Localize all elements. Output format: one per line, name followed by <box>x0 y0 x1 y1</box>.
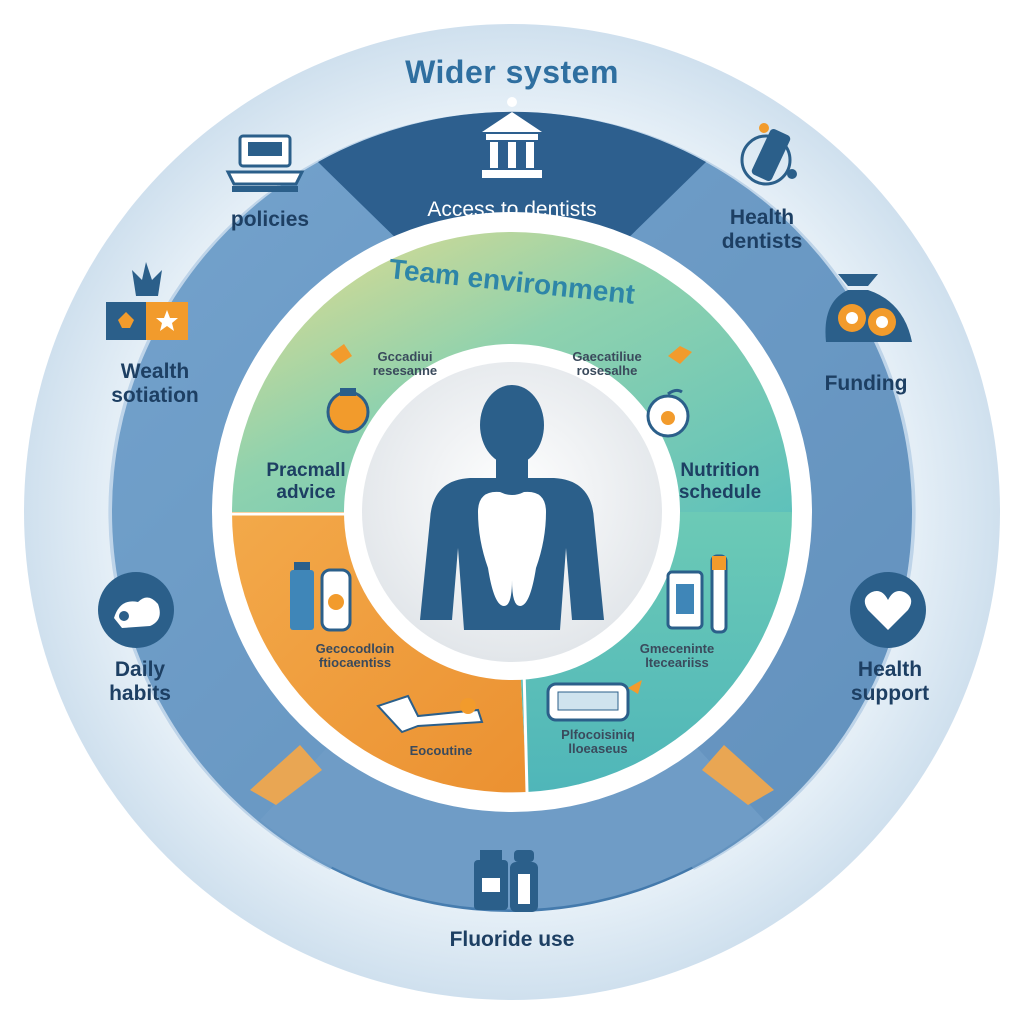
fluoride-bottles-icon <box>474 850 538 912</box>
laptop-policy-icon <box>225 134 305 192</box>
tooth-icon <box>478 491 546 606</box>
label-bottom-left-small: Eocoutine <box>409 743 473 758</box>
label-wealth-line2: sotiation <box>111 384 199 408</box>
label-nutrition-schedule-line1: Nutrition <box>680 460 760 481</box>
wealth-cards-icon <box>106 262 188 340</box>
label-funding: Funding <box>824 372 908 395</box>
outer-ring-top-band <box>318 111 706 250</box>
label-health-dentists: Health dentists <box>692 206 832 254</box>
label-policies: policies <box>230 208 310 231</box>
outer-ring-right-panel <box>512 111 916 870</box>
label-nutrition-schedule-line2: schedule <box>678 481 762 503</box>
label-mid-right-small: Gmeceninte lteceariiss <box>612 642 742 669</box>
label-personal-advice: Pracmall advice <box>236 460 376 504</box>
toothpaste-icon-right <box>666 554 728 634</box>
label-bottom-right-small-line1: Plfocoisiniq <box>561 727 635 742</box>
label-access-to-dentists: Access to dentists <box>427 198 597 221</box>
apple-icon <box>646 388 690 438</box>
label-nutrition-schedule: Nutrition schedule <box>648 460 792 504</box>
label-top-right-small-line1: Gaecatiliue <box>572 349 642 364</box>
label-mid-right-small-line2: lteceariiss <box>645 654 709 670</box>
label-health-support: Health support <box>820 658 960 706</box>
label-top-right-small: Gaecatiliue rosesalhe <box>552 350 662 377</box>
floss-box-icon <box>546 680 642 722</box>
daily-habits-icon <box>98 572 174 648</box>
bottles-icon-left <box>290 562 352 632</box>
label-daily-habits-line1: Daily <box>114 658 166 681</box>
hands-health-icon <box>740 123 797 186</box>
label-wealth-line1: Wealth <box>120 360 190 383</box>
label-mid-left-small: Gecocodloin ftiocaentiss <box>290 642 420 669</box>
outer-ring-left-panel <box>108 111 512 870</box>
label-bottom-right-small-line2: lloeaseus <box>568 740 628 756</box>
inner-divider-v <box>522 669 529 793</box>
label-personal-advice-line1: Pracmall <box>266 460 346 481</box>
coin-jar-icon <box>326 388 370 434</box>
label-health-support-line2: support <box>850 682 930 706</box>
label-mid-left-small-line1: Gecocodloin <box>315 641 395 656</box>
label-top-left-small: Gccadiui resesanne <box>350 350 460 377</box>
label-bottom-right-small: Plfocoisiniq lloeaseus <box>540 728 656 755</box>
label-daily-habits: Daily habits <box>70 658 210 706</box>
bank-building-icon <box>482 97 542 178</box>
small-bird-icon-left <box>330 344 352 364</box>
orange-accent-left <box>250 745 322 805</box>
label-mid-right-small-line1: Gmeceninte <box>639 641 715 656</box>
label-health-support-line1: Health <box>857 658 923 681</box>
heart-support-icon <box>850 572 926 648</box>
label-health-dentists-line1: Health <box>729 206 795 229</box>
small-bird-icon-right <box>668 346 692 364</box>
toothbrush-icon <box>376 694 484 734</box>
label-top-left-small-line2: resesanne <box>372 362 438 378</box>
label-mid-left-small-line2: ftiocaentiss <box>318 654 392 670</box>
label-top-right-small-line2: rosesalhe <box>576 362 638 378</box>
label-health-dentists-line2: dentists <box>721 230 803 254</box>
label-top-left-small-line1: Gccadiui <box>377 349 433 364</box>
diagram-title: Wider system <box>405 54 619 90</box>
orange-accent-right <box>702 745 774 805</box>
label-wealth: Wealth sotiation <box>80 360 230 408</box>
label-personal-advice-line2: advice <box>276 481 336 503</box>
funding-bag-icon <box>825 274 912 342</box>
label-daily-habits-line2: habits <box>109 682 171 706</box>
label-fluoride-use: Fluoride use <box>449 928 575 951</box>
